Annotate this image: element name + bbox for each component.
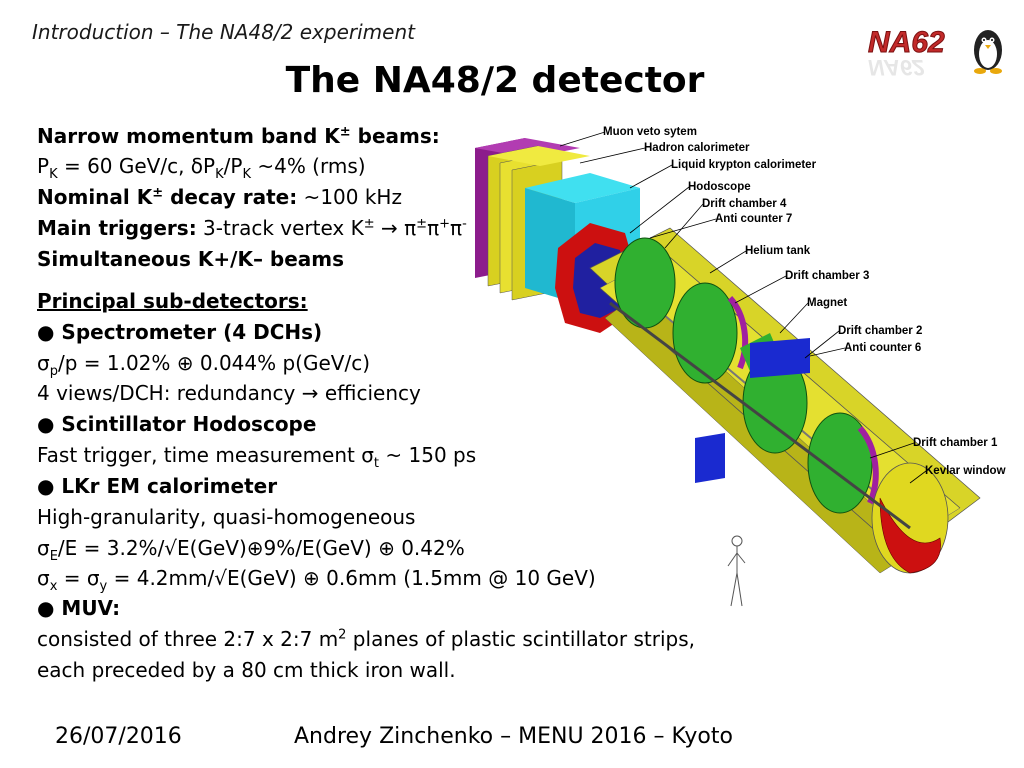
label-helium: Helium tank [745, 245, 811, 257]
label-dch4: Drift chamber 4 [702, 198, 787, 210]
label-dch1: Drift chamber 1 [913, 437, 998, 449]
hodoscope-desc: Fast trigger, time measurement σt ~ 150 … [37, 443, 477, 471]
label-anti7: Anti counter 7 [715, 213, 792, 225]
svg-text:NA62: NA62 [868, 55, 925, 80]
label-magnet: Magnet [807, 297, 847, 309]
kevlar-window [871, 462, 949, 574]
simultaneous-beams-line: Simultaneous K+/K– beams [37, 247, 345, 271]
footer-date: 26/07/2016 [55, 724, 182, 749]
label-hadron-cal: Hadron calorimeter [644, 142, 750, 154]
label-anti6: Anti counter 6 [844, 342, 921, 354]
lkr-energy-resolution: σE/E = 3.2%/√E(GeV)⊕9%/E(GeV) ⊕ 0.42% [37, 536, 465, 564]
label-lkr-cal: Liquid krypton calorimeter [671, 159, 817, 171]
drift-chamber-1 [695, 412, 879, 514]
breadcrumb: Introduction – The NA48/2 experiment [32, 20, 415, 44]
spectrometer-title: ● Spectrometer (4 DCHs) [37, 320, 323, 344]
anti-counter-6 [750, 338, 810, 378]
lkr-title: ● LKr EM calorimeter [37, 474, 278, 498]
label-dch3: Drift chamber 3 [785, 270, 869, 282]
spectrometer-resolution: σp/p = 1.02% ⊕ 0.044% p(GeV/c) [37, 351, 371, 379]
lkr-desc: High-granularity, quasi-homogeneous [37, 505, 416, 529]
triggers-line: Main triggers: 3-track vertex K± → π±π+π… [37, 216, 467, 240]
beam-pipe [609, 301, 911, 530]
label-dch2: Drift chamber 2 [838, 325, 922, 337]
detector-diagram: Muon veto sytem Hadron calorimeter Liqui… [475, 126, 1006, 607]
beam-band-line: Narrow momentum band K± beams: [37, 124, 440, 148]
momentum-line: PK = 60 GeV/c, δPK/PK ~4% (rms) [37, 154, 366, 182]
label-kevlar: Kevlar window [925, 465, 1006, 477]
muv-title: ● MUV: [37, 596, 121, 620]
lkr-position-resolution: σx = σy = 4.2mm/√E(GeV) ⊕ 0.6mm (1.5mm @… [37, 566, 596, 594]
label-hodoscope: Hodoscope [688, 181, 751, 193]
slide-title: The NA48/2 detector [285, 60, 705, 101]
spectrometer-views: 4 views/DCH: redundancy → efficiency [37, 381, 421, 405]
human-figure-icon [727, 535, 746, 607]
subdetectors-heading: Principal sub-detectors: [37, 289, 308, 313]
svg-text:NA62: NA62 [868, 26, 945, 59]
penguin-icon [974, 30, 1002, 74]
muv-desc-1: consisted of three 2:7 x 2:7 m2 planes o… [37, 627, 695, 651]
decay-rate-line: Nominal K± decay rate: ~100 kHz [37, 185, 402, 209]
muv-desc-2: each preceded by a 80 cm thick iron wall… [37, 658, 456, 682]
na62-logo: NA62 NA62 [868, 26, 1002, 80]
hodoscope-title: ● Scintillator Hodoscope [37, 412, 317, 436]
drift-chamber-3 [672, 282, 749, 384]
label-muon-veto: Muon veto sytem [603, 126, 697, 138]
footer-author: Andrey Zinchenko – MENU 2016 – Kyoto [294, 724, 733, 749]
